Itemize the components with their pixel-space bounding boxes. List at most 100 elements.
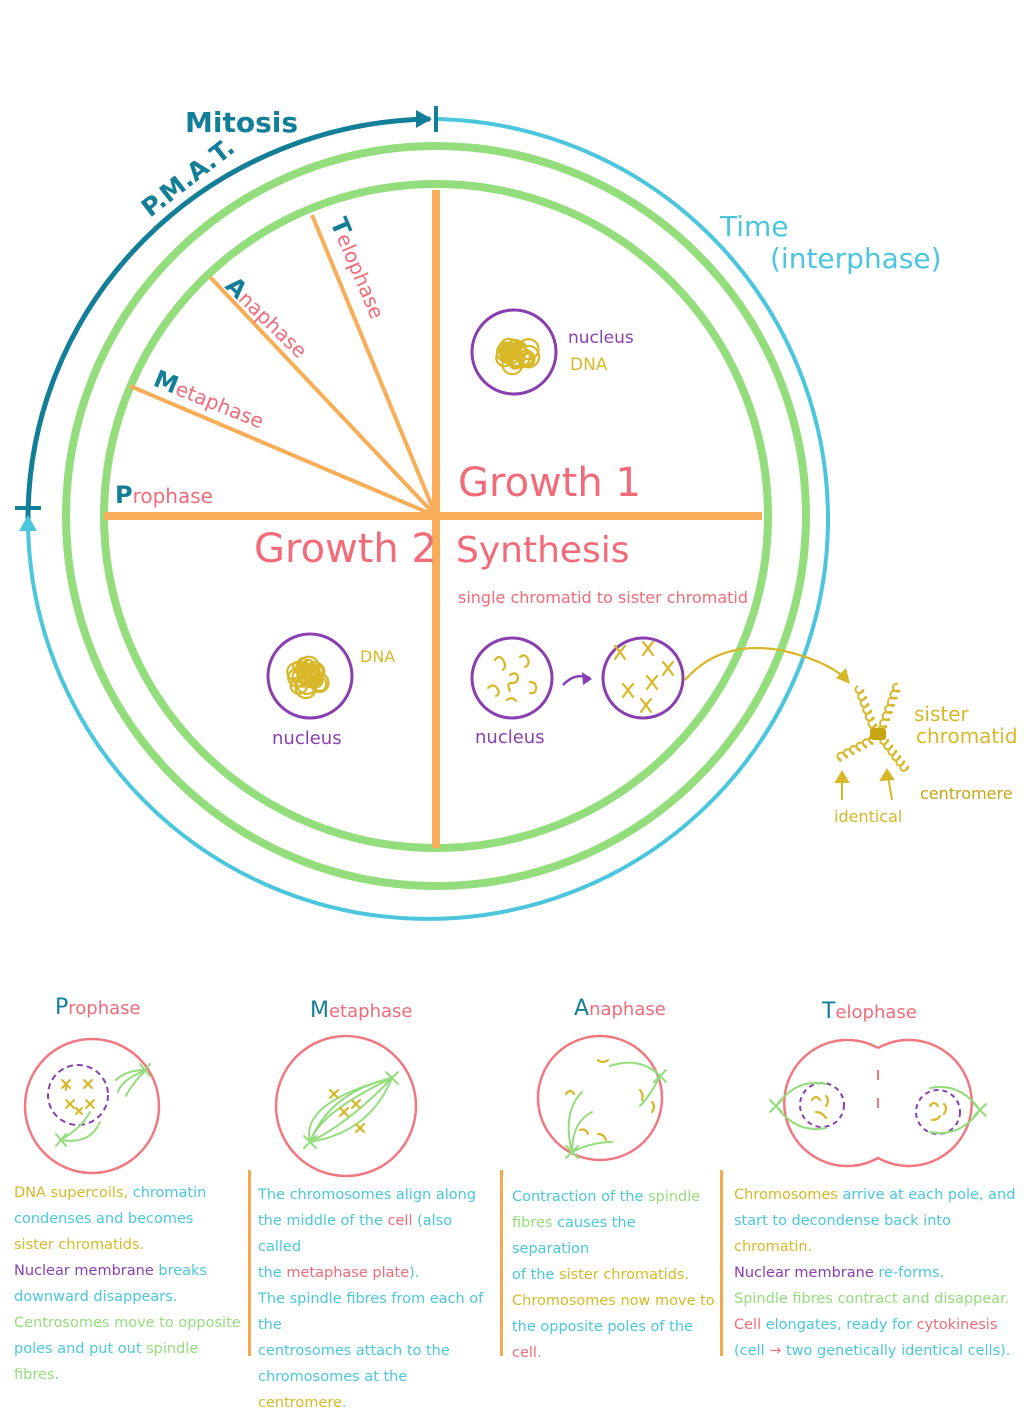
sister-chromatid-label-1: sister [914, 702, 970, 726]
telophase-desc-segment: Cell [734, 1317, 762, 1333]
g1-nucleus-icon [470, 308, 558, 396]
telophase-desc-line: Chromosomes arrive at each pole, and [734, 1182, 1022, 1208]
s-nucleus-after-icon [601, 636, 685, 720]
prophase-desc-segment: condenses and becomes [14, 1211, 194, 1227]
prophase-desc-line: Nuclear membrane breaks [14, 1258, 244, 1284]
metaphase-desc-line: chromosomes at the centromere. [258, 1364, 498, 1416]
telophase-desc-line: start to decondense back into [734, 1208, 1022, 1234]
stage-title-metaphase: Metaphase [310, 998, 412, 1023]
growth1-label: Growth 1 [458, 460, 641, 506]
anaphase-desc-line: cell. [512, 1340, 717, 1366]
telophase-description: Chromosomes arrive at each pole, and star… [734, 1182, 1022, 1364]
g2-dna-label: DNA [360, 647, 395, 666]
g2-nucleus-icon [266, 632, 354, 720]
anaphase-desc-segment: Contraction of the [512, 1189, 649, 1205]
anaphase-desc-line: fibres causes the separation [512, 1210, 717, 1262]
anaphase-desc-segment: of the [512, 1267, 559, 1283]
anaphase-desc-segment: the opposite poles of the [512, 1319, 693, 1335]
anaphase-desc-segment: Chromosomes now move to [512, 1293, 715, 1309]
metaphase-desc-line: the metaphase plate). [258, 1260, 498, 1286]
interphase-label: (interphase) [770, 242, 942, 275]
metaphase-description: The chromosomes align along the middle of… [258, 1182, 498, 1416]
metaphase-desc-segment: centromere [258, 1395, 342, 1411]
metaphase-desc-line: The chromosomes align along [258, 1182, 498, 1208]
anaphase-wedge-label: Anaphase [220, 271, 314, 363]
prophase-desc-line: poles and put out spindle fibres. [14, 1336, 244, 1388]
divider-3 [720, 1170, 723, 1356]
metaphase-desc-segment: The spindle fibres from each of the [258, 1291, 484, 1333]
telophase-desc-segment: two genetically identical cells). [781, 1343, 1011, 1359]
divider-anaphase [208, 275, 438, 518]
prophase-desc-segment: DNA supercoils, [14, 1185, 133, 1201]
telophase-rest: elophase [332, 230, 389, 323]
prophase-desc-segment: breaks [153, 1263, 207, 1279]
g2-nucleus-label: nucleus [272, 728, 342, 749]
telophase-desc-line: (cell → two genetically identical cells)… [734, 1338, 1022, 1364]
svg-text:Prophase: Prophase [115, 481, 213, 509]
sister-chromatid-icon [836, 682, 910, 772]
metaphase-desc-segment: chromosomes at the [258, 1369, 408, 1385]
anaphase-desc-segment: sister chromatids. [559, 1267, 690, 1283]
anaphase-desc-segment: causes the separation [512, 1215, 636, 1257]
prophase-desc-line: DNA supercoils, chromatin [14, 1180, 244, 1206]
telophase-desc-line: Spindle fibres contract and disappear. [734, 1286, 1022, 1312]
anaphase-desc-segment: cell [512, 1345, 537, 1361]
anaphase-rest: naphase [234, 286, 312, 363]
prophase-rest: rophase [133, 484, 213, 508]
telophase-desc-segment: → [769, 1343, 782, 1359]
prophase-desc-segment: Nuclear membrane [14, 1263, 154, 1279]
metaphase-desc-segment: (also called [258, 1213, 453, 1255]
telophase-desc-segment: re-forms. [873, 1265, 945, 1281]
metaphase-desc-segment: cell [387, 1213, 413, 1229]
prophase-desc-segment: sister chromatids. [14, 1237, 145, 1253]
metaphase-desc-line: The spindle fibres from each of the [258, 1286, 498, 1338]
anaphase-cell-icon [536, 1034, 667, 1162]
prophase-desc-line: condenses and becomes [14, 1206, 244, 1232]
telophase-desc-segment: arrive at each pole, and [837, 1187, 1016, 1203]
synthesis-label: Synthesis [456, 530, 630, 571]
metaphase-desc-segment: the middle of the [258, 1213, 388, 1229]
telophase-desc-segment: (cell [734, 1343, 770, 1359]
interphase-arc [26, 117, 830, 921]
svg-text:Anaphase: Anaphase [220, 271, 314, 363]
s-nucleus-before-icon [470, 636, 554, 720]
telophase-desc-segment: Chromosomes [734, 1187, 838, 1203]
metaphase-desc-segment: metaphase plate [286, 1265, 410, 1281]
divider-telophase [310, 214, 438, 517]
metaphase-desc-segment: The chromosomes align along [258, 1187, 477, 1203]
prophase-wedge-label: Prophase [115, 481, 213, 509]
telophase-desc-segment: start to decondense back into [734, 1213, 951, 1229]
anaphase-desc-line: Contraction of the spindle [512, 1184, 717, 1210]
s-nucleus-label: nucleus [475, 727, 545, 748]
mitosis-arc [25, 116, 431, 520]
divider-metaphase [129, 384, 437, 518]
sister-chromatid-label-2: chromatid [916, 724, 1018, 748]
svg-text:Metaphase: Metaphase [150, 365, 269, 435]
telophase-desc-line: Nuclear membrane re-forms. [734, 1260, 1022, 1286]
prophase-description: DNA supercoils, chromatin condenses and b… [14, 1180, 244, 1388]
time-label: Time [719, 210, 789, 243]
anaphase-desc-segment: . [536, 1345, 542, 1361]
identical-label: identical [834, 807, 902, 826]
cell-cycle-diagram: Mitosis P.M.A.T. Time (interphase) Proph… [15, 106, 1018, 1178]
prophase-desc-segment: Centrosomes move to opposite [14, 1315, 241, 1331]
prophase-desc-line: Centrosomes move to opposite [14, 1310, 244, 1336]
telophase-cell-icon [769, 1038, 987, 1168]
prophase-desc-segment: . [54, 1367, 60, 1383]
mitosis-label: Mitosis [185, 106, 298, 139]
metaphase-cell-icon [274, 1034, 418, 1178]
prophase-initial: P [115, 481, 133, 509]
metaphase-desc-line: centrosomes attach to the [258, 1338, 498, 1364]
stage-title-anaphase: Anaphase [574, 996, 666, 1021]
divider-1 [248, 1170, 251, 1356]
telophase-desc-segment: elongates, ready for [761, 1317, 917, 1333]
telophase-desc-segment: chromatin. [734, 1239, 813, 1255]
stage-title-prophase: Prophase [55, 995, 141, 1020]
centromere-label: centromere [920, 784, 1013, 803]
metaphase-wedge-label: Metaphase [150, 365, 269, 435]
telophase-desc-segment: Nuclear membrane [734, 1265, 874, 1281]
metaphase-desc-segment: . [341, 1395, 347, 1411]
g2-dna-tangle [286, 655, 330, 700]
telophase-desc-segment: Spindle fibres contract and disappear. [734, 1291, 1010, 1307]
